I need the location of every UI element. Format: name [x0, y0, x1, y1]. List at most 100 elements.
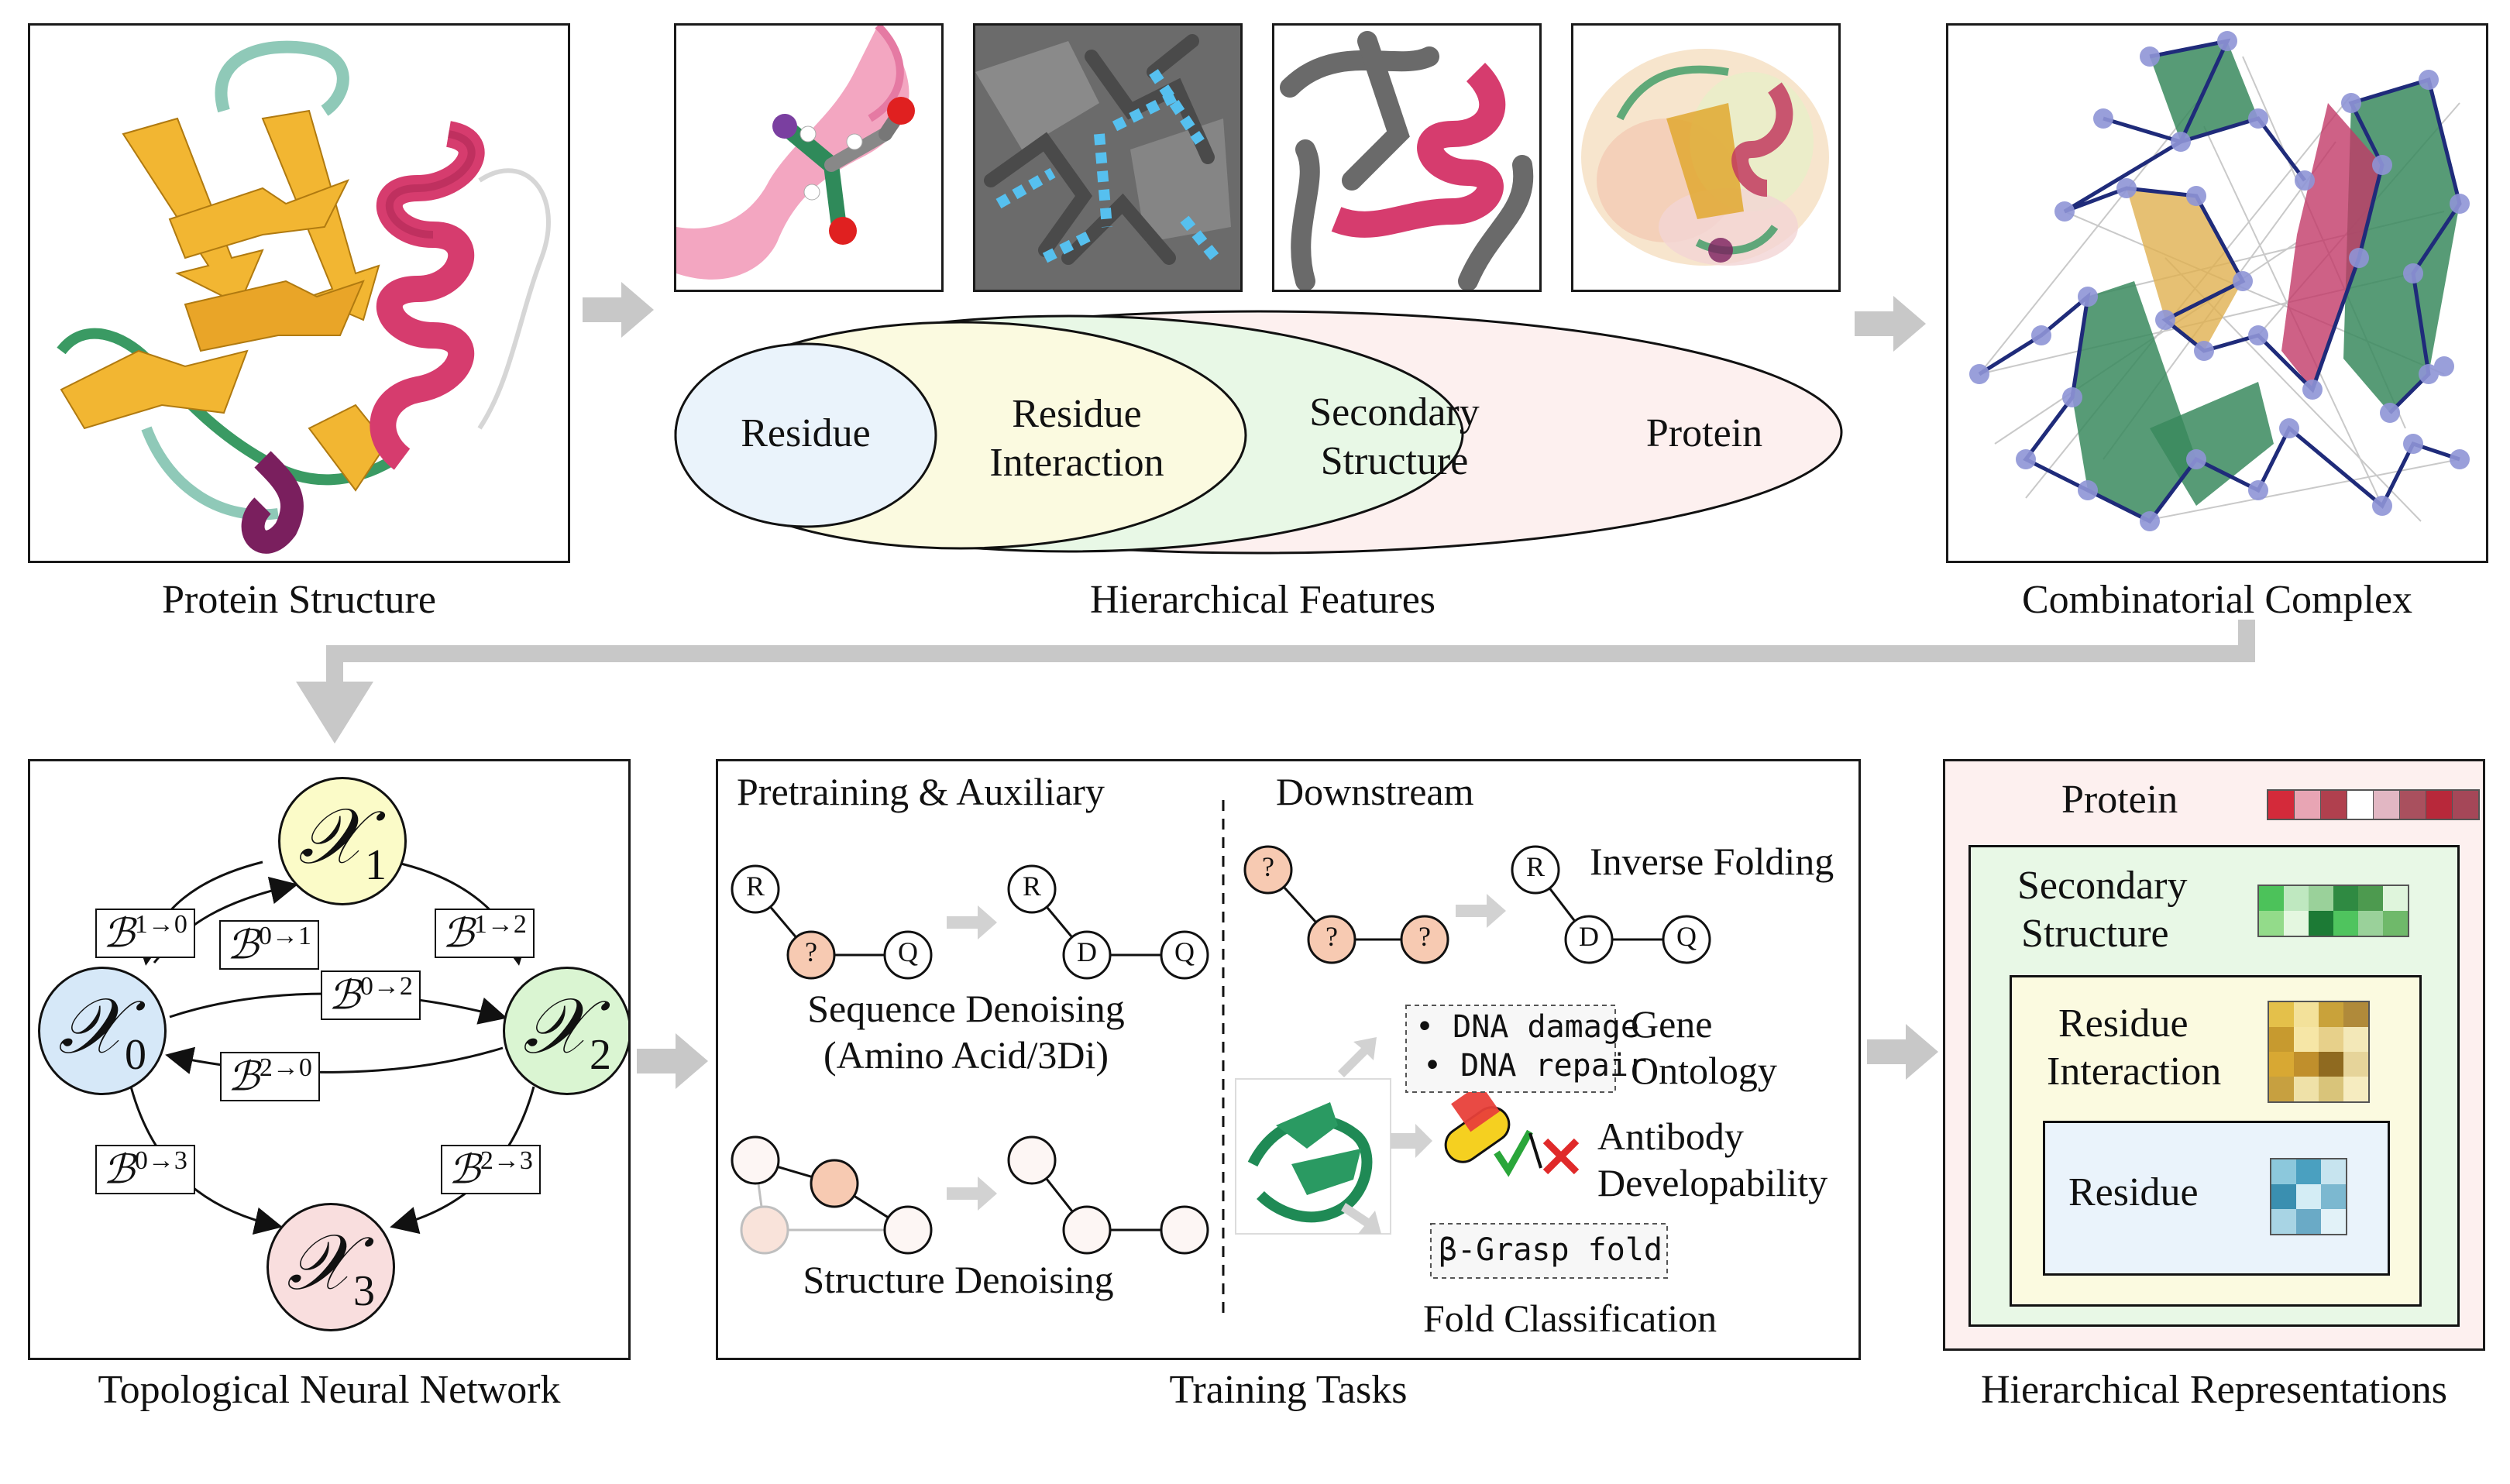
mini-arrow-fold — [1341, 1203, 1381, 1234]
rep-residue-box: Residue — [2043, 1121, 2390, 1276]
flow-arrow-3 — [637, 1033, 708, 1089]
tnn-node-x3: 𝒳3 — [266, 1203, 395, 1331]
node-letter-mask3: ? — [1325, 921, 1338, 952]
rep-secondary-box: Secondary Structure Residue Interaction … — [1968, 845, 2460, 1327]
cross-icon — [1542, 1138, 1580, 1175]
struct-denoise-label: Structure Denoising — [803, 1258, 1114, 1301]
tnn-panel: 𝒳1 𝒳0 𝒳2 𝒳3 ℬ1→0 ℬ0→1 ℬ1→2 ℬ0→2 ℬ2→0 ℬ0→… — [28, 759, 631, 1360]
feature-label-interaction-2: Interaction — [989, 441, 1164, 485]
pill-icon — [1444, 1083, 1511, 1163]
node-letter-d1: D — [1077, 936, 1097, 967]
rep-residue-matrix — [2270, 1158, 2347, 1235]
residue-thumb-image — [676, 26, 915, 280]
fold-class-label: Fold Classification — [1423, 1297, 1717, 1340]
go-item-2: • DNA repair — [1423, 1048, 1647, 1084]
mini-arrow-seq — [947, 905, 997, 940]
map-label-b01: ℬ0→1 — [219, 920, 319, 970]
rep-interaction-label-1: Residue — [2058, 1001, 2189, 1046]
node-letter-r2: R — [1022, 871, 1041, 902]
caption-training-tasks: Training Tasks — [1169, 1368, 1408, 1412]
complex-graph-image — [1969, 31, 2470, 531]
rep-protein-label: Protein — [2061, 778, 2178, 822]
feature-label-protein: Protein — [1645, 411, 1763, 455]
ellipse-residue — [674, 342, 937, 528]
caption-hierarchical-representations: Hierarchical Representations — [1980, 1368, 2448, 1412]
map-label-b20: ℬ2→0 — [220, 1052, 320, 1102]
node-letter-q2: Q — [1174, 936, 1195, 967]
tnn-node-x1: 𝒳1 — [278, 777, 407, 905]
map-label-b02: ℬ0→2 — [321, 970, 421, 1021]
training-tasks-panel: R ? Q R D Q ? ? ? R D Q Pretraining & Au… — [716, 759, 1861, 1360]
node-letter-mask4: ? — [1418, 921, 1431, 952]
node-letter-d2: D — [1579, 921, 1599, 952]
hierarchy-ellipses — [674, 310, 1843, 555]
protein-cartoon-image — [57, 40, 555, 554]
strand-5 — [184, 280, 365, 352]
feature-thumb-protein — [1571, 23, 1841, 292]
feature-thumb-secondary — [1272, 23, 1542, 292]
rep-protein-vector — [2267, 789, 2480, 820]
rep-secondary-label-1: Secondary — [2017, 864, 2188, 908]
check-icon — [1494, 1129, 1533, 1177]
secondary-thumb-image — [1274, 26, 1539, 290]
flow-arrow-connector — [296, 620, 2255, 744]
map-label-b12: ℬ1→2 — [435, 909, 535, 959]
go-item-1: • DNA damage — [1415, 1009, 1639, 1045]
rep-interaction-box: Residue Interaction Residue — [2010, 975, 2422, 1307]
interaction-thumb-image — [975, 26, 1240, 290]
tnn-node-x2: 𝒳2 — [503, 967, 628, 1095]
combinatorial-complex-panel — [1946, 23, 2488, 563]
fold-box-label: β-Grasp fold — [1439, 1232, 1662, 1268]
node-letter-r3: R — [1525, 851, 1545, 882]
feature-thumb-interaction — [973, 23, 1243, 292]
helix-small — [241, 451, 304, 554]
complex-cell-green-1 — [2072, 281, 2196, 521]
rep-secondary-label-2: Structure — [2021, 912, 2169, 956]
node-letter-q3: Q — [1676, 921, 1697, 952]
go-label-1: Gene — [1631, 1002, 1713, 1046]
seq-denoise-label-2: (Amino Acid/3Di) — [823, 1033, 1109, 1077]
go-label-2: Ontology — [1631, 1049, 1777, 1092]
mini-arrow-antibody — [1391, 1124, 1432, 1158]
node-letter-r1: R — [745, 871, 765, 902]
mini-arrow-go — [1338, 1037, 1377, 1077]
map-label-b23: ℬ2→3 — [441, 1145, 541, 1195]
flow-arrow-1 — [583, 282, 654, 338]
caption-combinatorial-complex: Combinatorial Complex — [2021, 578, 2413, 622]
complex-cell-red — [2281, 103, 2382, 390]
go-terms-box — [1405, 1005, 1616, 1093]
caption-hierarchical-features: Hierarchical Features — [1089, 578, 1436, 622]
rep-secondary-matrix — [2257, 885, 2409, 937]
node-letter-mask2: ? — [1262, 851, 1274, 882]
node-letter-mask1: ? — [805, 936, 817, 967]
mini-arrow-struct — [947, 1177, 997, 1211]
caption-protein-structure: Protein Structure — [162, 578, 436, 622]
strand-4 — [60, 349, 249, 430]
inverse-folding-label: Inverse Folding — [1590, 840, 1834, 883]
loop-top — [215, 40, 349, 116]
map-label-b10: ℬ1→0 — [95, 909, 195, 959]
helix-main — [370, 121, 485, 470]
antibody-label-1: Antibody — [1597, 1115, 1744, 1158]
feature-thumb-residue — [674, 23, 944, 292]
loop-green-lower — [57, 328, 397, 486]
caption-topological-network: Topological Neural Network — [98, 1368, 561, 1412]
strand-3 — [168, 179, 350, 259]
rep-interaction-label-2: Interaction — [2047, 1049, 2222, 1094]
mini-arrow-inverse — [1456, 894, 1506, 928]
training-tasks-diagram — [731, 800, 1711, 1319]
fold-class-box — [1430, 1223, 1668, 1279]
antibody-label-2: Developability — [1597, 1161, 1828, 1204]
node-letter-q1: Q — [898, 936, 918, 967]
small-protein-icon — [1247, 1102, 1373, 1223]
seq-denoise-label-1: Sequence Denoising — [807, 987, 1125, 1030]
pretraining-header: Pretraining & Auxiliary — [737, 770, 1105, 813]
feature-label-secondary-1: Secondary — [1309, 390, 1480, 435]
protein-thumb-image — [1581, 49, 1829, 266]
rep-residue-label: Residue — [2068, 1170, 2199, 1214]
flow-arrow-2 — [1855, 296, 1926, 352]
feature-label-secondary-2: Structure — [1320, 439, 1469, 483]
map-label-b03: ℬ0→3 — [95, 1145, 195, 1195]
feature-label-residue: Residue — [741, 411, 871, 455]
flow-arrow-4 — [1867, 1024, 1938, 1080]
